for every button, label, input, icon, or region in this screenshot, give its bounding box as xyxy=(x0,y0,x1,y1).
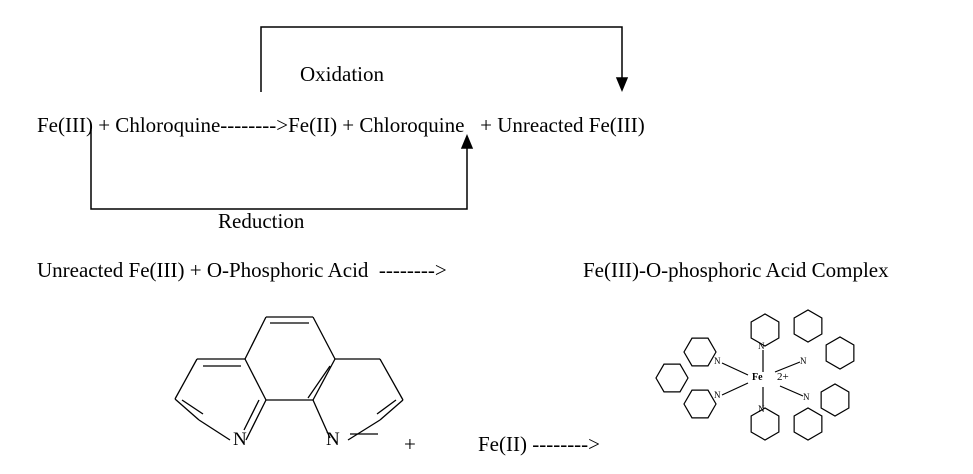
phosphoric-reactants: Unreacted Fe(III) + O-Phosphoric Acid --… xyxy=(37,258,447,282)
double-bond xyxy=(307,365,331,399)
aromatic-ring xyxy=(825,336,855,370)
fe-n-bond xyxy=(721,362,749,376)
fe-n-bond xyxy=(721,382,749,396)
bond xyxy=(379,399,404,421)
double-bond xyxy=(376,399,397,415)
bond xyxy=(312,316,336,360)
plus-sign: + xyxy=(404,432,416,456)
aromatic-ring xyxy=(750,313,780,347)
complex-nitrogen: N xyxy=(758,404,765,414)
bond xyxy=(312,399,331,439)
bond xyxy=(347,419,381,441)
reduction-arrowhead xyxy=(460,134,474,149)
bond xyxy=(245,399,267,441)
complex-charge: 2+ xyxy=(777,371,789,383)
redox-equation: Fe(III) + Chloroquine-------->Fe(II) + C… xyxy=(37,113,645,137)
phosphoric-product: Fe(III)-O-phosphoric Acid Complex xyxy=(583,258,889,282)
complex-nitrogen: N xyxy=(803,392,810,402)
phen-nitrogen-right: N xyxy=(326,429,340,450)
reduction-arrow xyxy=(90,130,468,210)
reduction-label: Reduction xyxy=(218,209,305,233)
aromatic-ring xyxy=(683,337,717,367)
fe-n-bond xyxy=(779,385,804,397)
iron-phenanthroline-complex: N N N N N N xyxy=(655,309,855,441)
aromatic-ring xyxy=(655,363,689,393)
aromatic-ring xyxy=(793,407,823,441)
phenanthroline-structure xyxy=(174,316,404,441)
bond xyxy=(379,358,404,401)
bond xyxy=(198,419,231,441)
oxidation-label: Oxidation xyxy=(300,62,384,86)
bond xyxy=(244,358,267,401)
complex-nitrogen: N xyxy=(800,356,807,366)
aromatic-ring xyxy=(683,389,717,419)
bond xyxy=(312,358,336,401)
aromatic-ring xyxy=(793,309,823,343)
fe2-reactant: Fe(II) --------> xyxy=(478,432,601,456)
double-bond xyxy=(243,399,260,431)
bond xyxy=(244,316,267,360)
bond xyxy=(174,398,200,421)
fe-n-bond xyxy=(774,361,801,373)
aromatic-ring xyxy=(750,407,780,441)
complex-nitrogen: N xyxy=(758,341,765,351)
bond xyxy=(174,358,198,400)
complex-nitrogen: N xyxy=(714,356,721,366)
aromatic-ring xyxy=(820,383,850,417)
oxidation-arrow xyxy=(260,26,623,92)
phen-nitrogen-left: N xyxy=(233,429,247,450)
complex-nitrogen: N xyxy=(714,390,721,400)
double-bond xyxy=(181,399,204,415)
oxidation-arrowhead xyxy=(615,77,629,92)
complex-fe: Fe xyxy=(752,372,763,383)
